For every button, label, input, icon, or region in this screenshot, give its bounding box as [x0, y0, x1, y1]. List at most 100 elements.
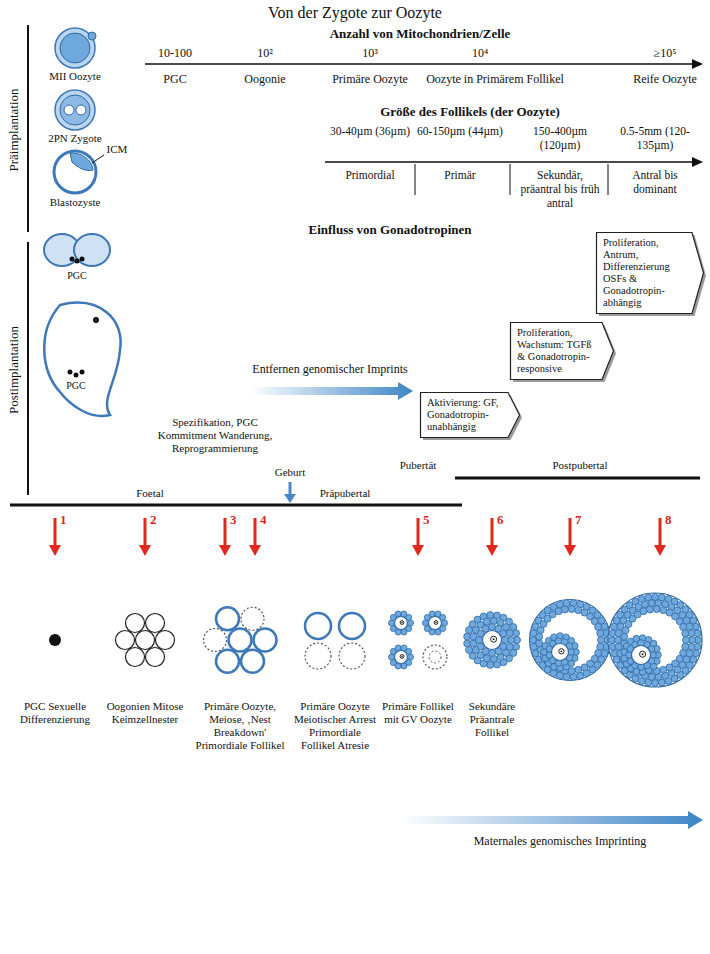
granulosa-cell: [640, 608, 647, 615]
leader-line: [92, 155, 104, 163]
stage-arrow: [417, 518, 420, 547]
note: Spezifikation, PGC Kommitment Wanderung,…: [145, 416, 285, 455]
stage-arrow: [144, 518, 147, 547]
stage-arrow-head: [219, 545, 231, 556]
oogonium: [126, 648, 145, 667]
embryo-part: [74, 234, 110, 266]
granulosa-cell: [442, 620, 448, 626]
timeline-label: Foetal: [120, 487, 180, 500]
granulosa-cell: [483, 618, 490, 625]
dimension: 30-40µm (36µm): [326, 124, 414, 138]
oogonium: [116, 631, 135, 650]
stage-arrows: [55, 518, 660, 547]
axis-value: 10³: [335, 46, 405, 60]
timeline-label: Geburt: [260, 466, 320, 479]
axis-head: [692, 157, 703, 167]
callout-number: 1: [60, 512, 76, 528]
phase-label: Präimplantation: [6, 30, 22, 230]
pronucleus: [64, 105, 74, 115]
primordial-follicle: [204, 629, 227, 652]
granulosa-cell: [389, 654, 395, 660]
pgc-dot: [70, 257, 75, 262]
axis-value: 10⁴: [445, 46, 515, 60]
stage-arrow-head: [654, 545, 666, 556]
arrow-label: Entfernen genomischer Imprints: [245, 362, 415, 376]
germinal-vesicle: [434, 621, 438, 625]
primordial-follicle: [305, 613, 331, 639]
oogonium: [126, 614, 145, 633]
phase-bar: [27, 242, 29, 495]
dimension: 150-400µm (120µm): [516, 124, 604, 152]
timeline: [10, 504, 462, 507]
stage-caption: PGC Sexuelle Differenzierung: [8, 700, 103, 726]
stage-arrow: [224, 518, 227, 547]
oocyte: [395, 651, 408, 664]
axis-head: [692, 59, 703, 69]
germinal-vesicle: [640, 651, 646, 657]
phase-bar: [27, 25, 29, 232]
theca: [608, 593, 702, 687]
germinal-vesicle: [400, 621, 404, 625]
atretic-follicle: [339, 643, 365, 669]
figure-title: Von der Zygote zur Oozyte: [145, 3, 565, 22]
pgc-dot: [80, 257, 85, 262]
box-shape: [421, 393, 520, 438]
zona: [55, 90, 95, 130]
oocyte: [483, 631, 502, 650]
axis-stage: Oozyte in Primärem Follikel: [420, 72, 570, 86]
primordial-follicle: [241, 650, 264, 673]
axis-line: [325, 161, 692, 163]
granulosa-cell: [389, 620, 395, 626]
granulosa-cell: [621, 633, 628, 640]
nucleolus: [401, 656, 403, 658]
granulosa-cell: [423, 620, 429, 626]
box-text: Proliferation, Antrum, Differenzierung O…: [596, 232, 704, 314]
granulosa-cell: [476, 637, 483, 644]
nucleolus: [493, 638, 495, 640]
granulosa-cell: [601, 623, 608, 630]
callout-number: 6: [497, 512, 513, 528]
axis-stage: Reife Oozyte: [625, 72, 705, 86]
axis-value: ≥10⁵: [630, 46, 700, 60]
arrow-label: Maternales genomisches Imprinting: [430, 834, 690, 848]
stage-arrow-head: [249, 545, 261, 556]
atretic-oocyte: [429, 651, 441, 663]
nucleolus: [560, 650, 562, 652]
stage-arrow: [569, 518, 572, 547]
inner-cell-mass: [70, 153, 93, 171]
stage-arrow-heads: [49, 545, 666, 556]
callout-number: 4: [260, 512, 276, 528]
atretic-follicle: [305, 643, 331, 669]
pgc-dot: [74, 373, 79, 378]
follicle-cells: [49, 593, 702, 687]
oogonium: [146, 614, 165, 633]
oogonium: [136, 631, 155, 650]
granulosa-cell: [555, 608, 562, 615]
axis-stage: Sekundär, präantral bis früh antral: [516, 168, 604, 210]
primordial-follicle: [241, 607, 264, 630]
granulosa-cell: [513, 630, 520, 637]
pronucleus: [76, 105, 86, 115]
granulosa-cell: [466, 646, 473, 653]
granulosa-cell: [686, 623, 693, 630]
nucleolus: [401, 622, 403, 624]
granulosa-cell: [680, 623, 687, 630]
granulosa-cell: [611, 650, 618, 657]
oocyte: [552, 644, 569, 661]
gradient-arrow: [250, 382, 413, 400]
oogonium: [146, 648, 165, 667]
section-title: Einfluss von Gonadotropinen: [280, 222, 500, 238]
embryo-eye: [93, 317, 99, 323]
primordial-follicle: [339, 613, 365, 639]
axis-stage: Primär: [416, 168, 504, 182]
granulosa-cell: [660, 666, 667, 673]
oocyte: [632, 646, 651, 665]
granulosa-cell: [598, 637, 605, 644]
axis-stage: Primordial: [326, 168, 414, 182]
callout-number: 2: [150, 512, 166, 528]
stage-arrow-head: [564, 545, 576, 556]
zona: [55, 28, 95, 68]
box-text: Proliferation, Wachstum: TGFß & Gonadotr…: [510, 322, 614, 380]
axis-line: [145, 63, 692, 65]
